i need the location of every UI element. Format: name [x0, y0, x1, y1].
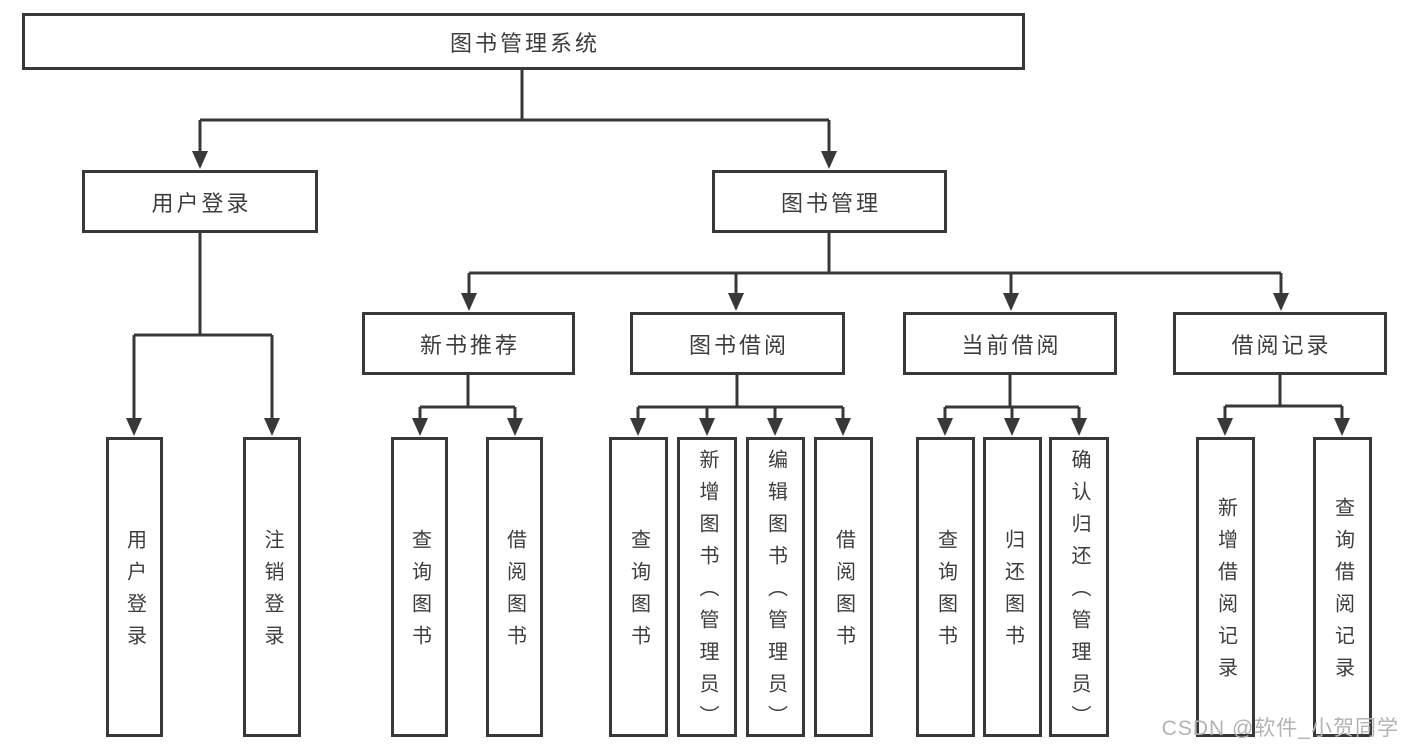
node-leaf-borrow-books: 借阅图书 [814, 437, 873, 737]
node-leaf-recommend-query-books: 查询图书 [391, 437, 448, 737]
node-book-management-system: 图书管理系统 [22, 13, 1025, 70]
node-label: 确认归还（管理员） [1068, 449, 1090, 737]
node-label: 查询图书 [408, 529, 431, 657]
node-borrow-records: 借阅记录 [1173, 312, 1387, 375]
node-label: 归还图书 [1001, 529, 1024, 657]
node-label: 当前借阅 [961, 332, 1062, 358]
node-label: 查询图书 [627, 529, 650, 657]
node-book-management: 图书管理 [712, 170, 947, 233]
node-label: 用户登录 [123, 529, 146, 657]
node-label: 图书借阅 [688, 332, 789, 358]
node-current-borrow: 当前借阅 [903, 312, 1117, 375]
node-leaf-edit-books-admin: 编辑图书（管理员） [746, 437, 805, 737]
node-leaf-add-borrow-record: 新增借阅记录 [1196, 437, 1255, 737]
node-label: 新增图书（管理员） [696, 449, 718, 737]
node-label: 新书推荐 [419, 332, 520, 358]
node-new-book-recommend: 新书推荐 [362, 312, 575, 375]
node-label: 图书管理 [780, 190, 881, 216]
node-leaf-user-login: 用户登录 [106, 437, 163, 737]
csdn-watermark: CSDN @软件_小贺同学 [1161, 717, 1399, 740]
node-leaf-confirm-return-admin: 确认归还（管理员） [1049, 437, 1109, 737]
node-label: 编辑图书（管理员） [764, 449, 787, 737]
node-leaf-recommend-borrow-books: 借阅图书 [486, 437, 543, 737]
node-label: 借阅图书 [503, 529, 526, 657]
node-leaf-add-books-admin: 新增图书（管理员） [677, 437, 737, 737]
node-label: 借阅图书 [832, 529, 855, 657]
node-label: 查询图书 [934, 529, 957, 657]
node-leaf-logout: 注销登录 [243, 437, 301, 737]
node-label: 查询借阅记录 [1331, 497, 1354, 689]
arrowheads [126, 151, 1350, 436]
node-leaf-return-books: 归还图书 [983, 437, 1042, 737]
node-leaf-query-borrow-record: 查询借阅记录 [1313, 437, 1372, 737]
node-label: 新增借阅记录 [1214, 497, 1237, 689]
node-leaf-current-query-books: 查询图书 [916, 437, 975, 737]
node-label: 用户登录 [151, 190, 252, 216]
node-user-login: 用户登录 [82, 170, 318, 233]
node-label: 图书管理系统 [449, 30, 600, 56]
node-label: 借阅记录 [1231, 332, 1332, 358]
node-leaf-borrow-query-books: 查询图书 [609, 437, 668, 737]
node-book-borrow: 图书借阅 [630, 312, 845, 375]
node-label: 注销登录 [261, 529, 283, 657]
